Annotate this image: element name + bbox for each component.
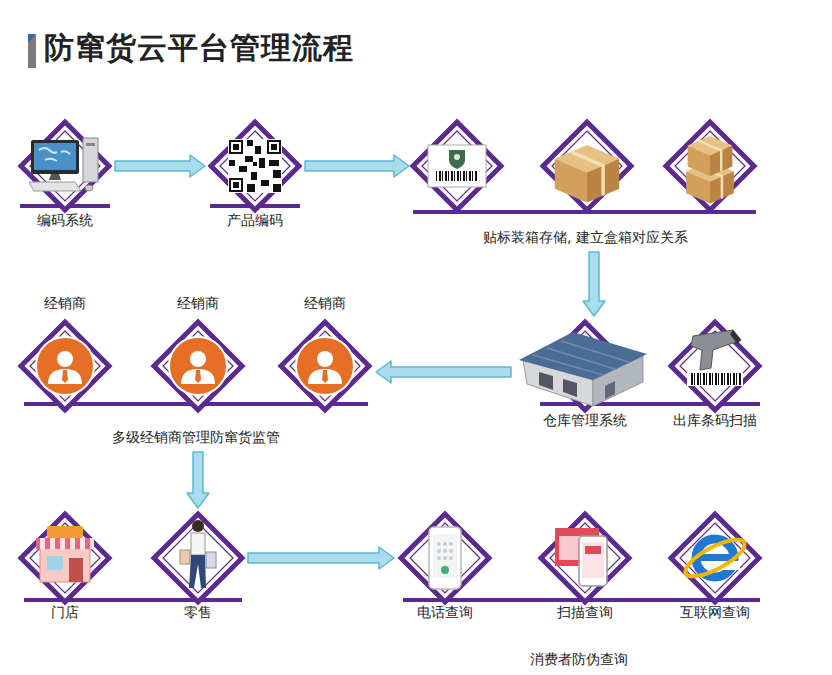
flow-arrow <box>187 452 209 508</box>
node-label: 编码系统 <box>37 211 93 229</box>
label-text: 消费者防伪查询 <box>530 650 628 668</box>
scan-query-icon <box>555 528 607 586</box>
dealer-icon <box>36 337 354 395</box>
icon-node: 出库条码扫描 <box>667 320 763 433</box>
node-label: 多级经销商管理防窜货监管 <box>112 428 280 446</box>
icon-node: 扫描查询 <box>539 512 631 625</box>
node-label: 电话查询 <box>417 603 473 621</box>
node-label: 仓库管理系统 <box>543 411 627 429</box>
node-label: 出库条码扫描 <box>673 411 757 429</box>
icon-node: 电话查询 <box>399 512 491 625</box>
icon-node: 产品编码 <box>209 120 301 233</box>
label-text: 多级经销商管理防窜货监管 <box>112 428 280 446</box>
label-text: 互联网查询 <box>680 603 750 621</box>
base-lines <box>20 206 760 600</box>
group-band: 多级经销商管理防窜货监管经销商经销商经销商 <box>20 290 372 448</box>
warehouse-icon <box>519 332 647 406</box>
group-band: 贴标装箱存储, 建立盒箱对应关系 <box>413 116 758 248</box>
icon-node: 零售 <box>152 512 244 625</box>
node-label: 门店 <box>51 603 79 621</box>
node-label: 零售 <box>184 603 212 621</box>
label-text: 扫描查询 <box>557 603 613 621</box>
icon-node: 门店 <box>19 512 111 625</box>
flow-arrow <box>305 155 409 177</box>
label-text: 零售 <box>184 603 212 621</box>
label-text: 仓库管理系统 <box>543 411 627 429</box>
carton-box-icon <box>555 145 619 203</box>
phone-icon <box>429 527 461 589</box>
icon-node: 编码系统 <box>19 120 111 233</box>
computer-icon <box>29 138 98 191</box>
node-label: 互联网查询 <box>680 603 750 621</box>
node-label: 产品编码 <box>227 211 283 229</box>
icon-node: 仓库管理系统 <box>515 320 655 433</box>
label-text: 贴标装箱存储, 建立盒箱对应关系 <box>483 228 688 246</box>
title-accent <box>28 34 36 68</box>
node-label: 经销商 <box>177 294 219 312</box>
flow-arrow <box>248 547 394 569</box>
label-text: 经销商 <box>304 294 346 312</box>
node-label: 扫描查询 <box>557 603 613 621</box>
group-band: 消费者防伪查询 电话查询 扫描查询 互联网查询 <box>398 508 760 670</box>
node-label: 贴标装箱存储, 建立盒箱对应关系 <box>483 228 688 246</box>
barcode-scanner-icon <box>687 330 743 386</box>
label-text: 出库条码扫描 <box>673 411 757 429</box>
label-text: 经销商 <box>177 294 219 312</box>
browser-logo-icon <box>681 533 750 583</box>
icon-node: 经销商 <box>152 294 244 412</box>
label-text: 产品编码 <box>227 211 283 229</box>
qr-code-icon <box>228 139 282 193</box>
store-icon <box>36 526 94 582</box>
label-text: 门店 <box>51 603 79 621</box>
shopper-icon <box>180 520 216 588</box>
label-card-icon <box>428 145 486 187</box>
node-label: 经销商 <box>44 294 86 312</box>
label-text: 编码系统 <box>37 211 93 229</box>
icon-node: 互联网查询 <box>669 512 761 625</box>
icon-node: 经销商 <box>19 294 111 412</box>
label-text: 电话查询 <box>417 603 473 621</box>
node-label: 经销商 <box>304 294 346 312</box>
stacked-boxes-icon <box>686 136 734 204</box>
flow-arrow <box>376 361 511 383</box>
diamond-frames <box>21 122 759 602</box>
label-text: 经销商 <box>44 294 86 312</box>
node-label: 消费者防伪查询 <box>530 650 628 668</box>
icon-node: 经销商 <box>279 294 371 412</box>
diagram-title: 防窜货云平台管理流程 <box>44 29 354 67</box>
flow-arrow <box>583 252 605 316</box>
flow-arrow <box>115 155 205 177</box>
